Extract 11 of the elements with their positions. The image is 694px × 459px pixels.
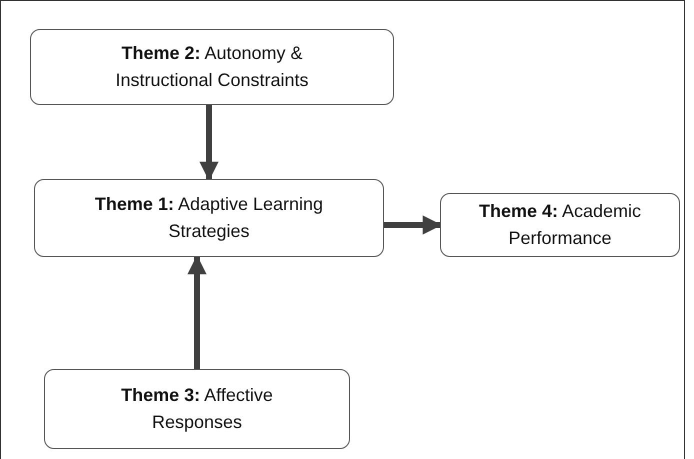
theme-label: Theme 3: Affective Responses <box>120 384 274 434</box>
theme-label: Theme 4: Academic Performance <box>478 200 642 250</box>
theme-label: Theme 2: Autonomy & Instructional Constraints <box>114 42 310 92</box>
theme-label: Theme 1: Adaptive Learning Strategies <box>94 193 324 243</box>
theme-box <box>34 179 384 257</box>
arrow <box>384 215 442 235</box>
theme-box <box>44 369 350 449</box>
arrow <box>187 255 207 369</box>
theme-box <box>30 29 394 105</box>
arrow <box>199 105 219 181</box>
theme-box <box>440 193 680 257</box>
